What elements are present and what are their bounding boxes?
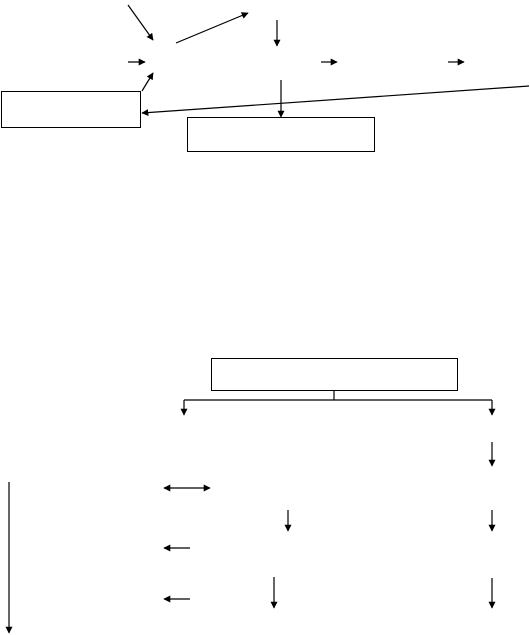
flow-box-bottom-top	[211, 358, 458, 391]
arrow-diagonal-top-left	[127, 4, 154, 41]
arrow-long-to-left-box	[141, 85, 530, 117]
arrow-diagonal-to-center	[141, 72, 154, 92]
flow-box-left-top	[1, 91, 141, 128]
flow-box-center-top	[187, 117, 375, 152]
arrow-diagonal-up-right	[175, 12, 249, 44]
